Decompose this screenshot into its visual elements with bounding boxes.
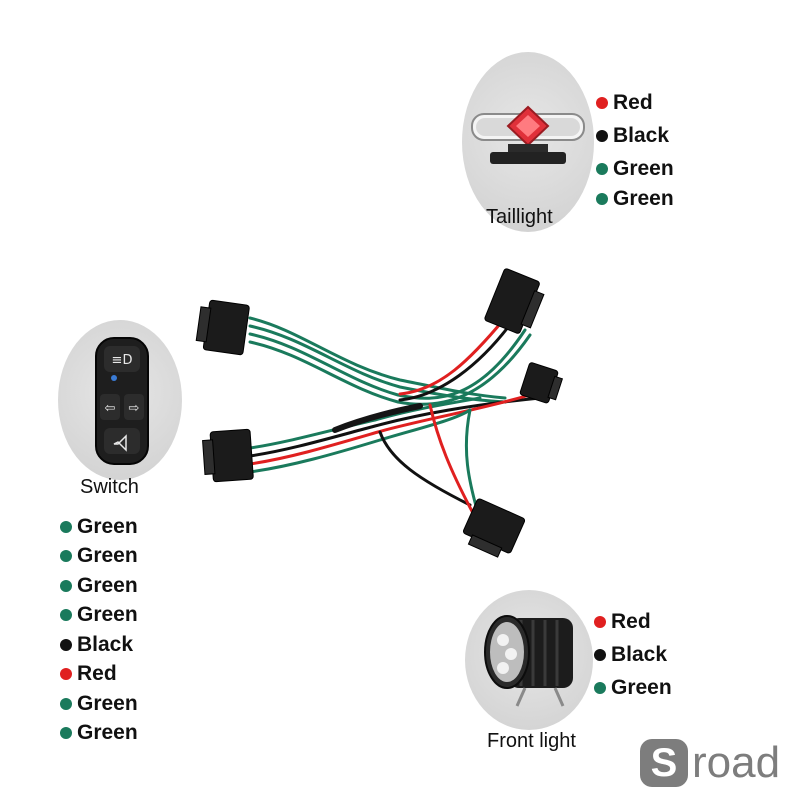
wire-color-dot (596, 193, 608, 205)
switch-icon: ≡D ⇦ ⇨ (95, 337, 149, 465)
wire-color-dot (60, 697, 72, 710)
wire-color-dot (60, 579, 72, 592)
front-light-wire-1: Red (594, 606, 672, 638)
switch-caption: Switch (80, 476, 139, 498)
wire-label: Green (611, 676, 672, 699)
wire-sleeve (332, 403, 423, 433)
wire (428, 403, 476, 517)
front-light-icon (484, 615, 573, 707)
wire (378, 430, 472, 507)
wire-label: Black (613, 124, 670, 147)
wire-color-dot (594, 649, 606, 661)
wire-color-dot (596, 130, 608, 142)
wire-color-dot (60, 520, 72, 533)
wire (248, 396, 482, 450)
wire (248, 408, 472, 474)
switch-wire-1: Green (60, 512, 138, 542)
wire (464, 408, 482, 522)
wire (248, 390, 542, 466)
taillight-icon (471, 105, 585, 164)
svg-text:≡D: ≡D (112, 353, 133, 368)
switch-connector-top (195, 299, 250, 356)
taillight-caption: Taillight (486, 206, 553, 228)
switch-wire-7: Green (60, 689, 138, 719)
wire (248, 396, 542, 458)
switch-wire-2: Green (60, 542, 138, 572)
front-light-connector (463, 498, 526, 558)
front-light-wire-list: Red Black Green (594, 606, 672, 704)
wire-label: Green (77, 544, 138, 568)
svg-text:⇨: ⇨ (129, 401, 140, 416)
wire-label: Black (611, 643, 668, 666)
switch-wire-list: Green Green Green Green Black Red Green … (60, 512, 138, 748)
switch-connector-bottom (202, 428, 254, 483)
sroad-logo: S road (640, 738, 780, 788)
wire-label: Green (77, 721, 138, 745)
wire-color-dot (596, 163, 608, 175)
wire-label: Black (77, 632, 134, 656)
wire (398, 320, 514, 402)
wire-label: Red (611, 610, 651, 633)
taillight-wire-4: Green (596, 184, 674, 214)
switch-wire-8: Green (60, 719, 138, 749)
wire-color-dot (596, 97, 608, 109)
wire (248, 333, 532, 406)
wire-label: Green (77, 691, 138, 715)
taillight-wire-3: Green (596, 154, 674, 184)
wire-color-dot (60, 727, 72, 740)
taillight-wire-1: Red (596, 88, 674, 118)
front-light-wire-2: Black (594, 638, 672, 672)
front-light-caption: Front light (487, 730, 576, 752)
front-light-image (465, 590, 593, 730)
wire-color-dot (60, 550, 72, 563)
svg-text:⇦: ⇦ (105, 401, 116, 416)
switch-wire-4: Green (60, 601, 138, 631)
taillight-connector (484, 268, 545, 334)
wire-label: Green (613, 157, 674, 180)
wire-label: Green (613, 187, 674, 210)
junction-connector (519, 362, 564, 404)
wire-label: Red (613, 91, 653, 114)
wire-label: Red (77, 662, 117, 686)
wire-color-dot (60, 668, 72, 681)
wire-color-dot (60, 638, 72, 651)
wire-color-dot (594, 616, 606, 628)
logo-text: road (692, 738, 781, 787)
taillight-image (462, 52, 594, 232)
wire-color-dot (594, 682, 606, 694)
front-light-wire-3: Green (594, 672, 672, 704)
wire (248, 328, 527, 400)
wire-label: Green (77, 514, 138, 538)
taillight-wire-2: Black (596, 118, 674, 154)
logo-letter: S (640, 739, 688, 787)
wire-label: Green (77, 603, 138, 627)
wire-color-dot (60, 609, 72, 622)
taillight-wire-list: Red Black Green Green (596, 88, 674, 214)
switch-wire-6: Red (60, 660, 138, 690)
wire (248, 324, 507, 404)
switch-image: ≡D ⇦ ⇨ (58, 320, 182, 480)
switch-wire-5: Black (60, 630, 138, 660)
wire (248, 316, 507, 400)
switch-wire-3: Green (60, 571, 138, 601)
wire-label: Green (77, 573, 138, 597)
wire (398, 316, 507, 396)
